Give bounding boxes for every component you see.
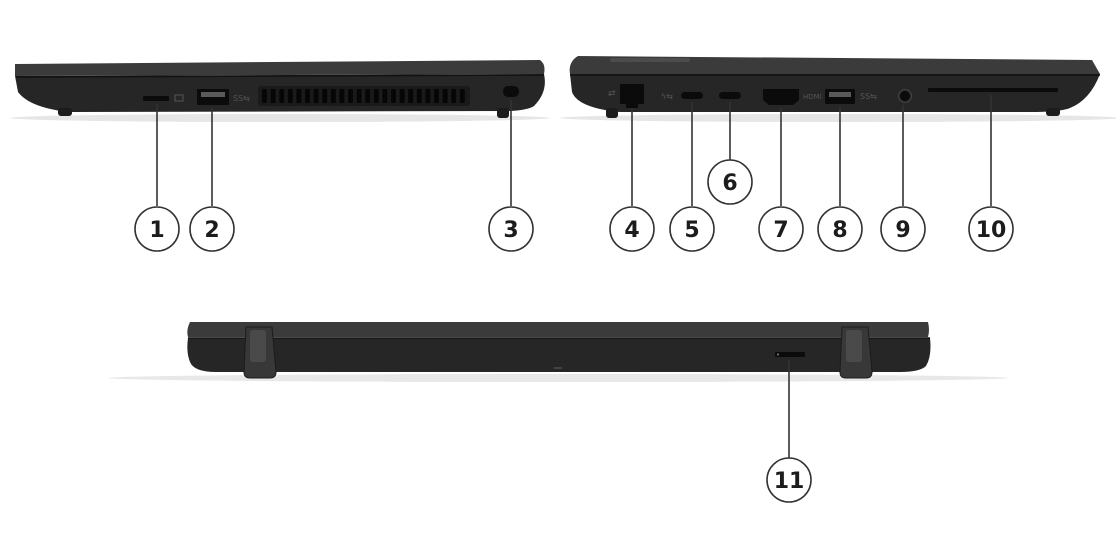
vent-slot	[313, 89, 319, 103]
right-view-foot-rear	[606, 108, 618, 118]
callout-label-11: 11	[774, 469, 805, 494]
callout-label-1: 1	[149, 218, 164, 243]
vent-slot	[330, 89, 336, 103]
callout-3: 3	[488, 206, 534, 252]
nano-sim-slot	[775, 352, 805, 357]
laptop-rear-view	[108, 322, 1008, 382]
callout-1: 1	[134, 206, 180, 252]
vent-slot	[287, 89, 293, 103]
rear-view-shadow	[108, 374, 1008, 382]
thunderbolt-icon-1: ϟ⇆	[661, 92, 673, 101]
callout-label-4: 4	[624, 218, 639, 243]
ventilation-grille	[258, 86, 470, 106]
usb-ss-icon-right: SS⇆	[860, 92, 877, 101]
headphone-jack-ring	[898, 89, 912, 103]
left-view-foot-front	[58, 108, 72, 116]
right-view-shadow	[560, 114, 1116, 122]
lid-logo	[610, 58, 690, 62]
callout-9: 9	[880, 206, 926, 252]
hinge-right-highlight	[846, 330, 862, 362]
callout-label-8: 8	[832, 218, 847, 243]
callout-2: 2	[189, 206, 235, 252]
callouts: 1 2 3 4 5 6 7 8	[134, 95, 1014, 503]
callout-11: 11	[766, 457, 812, 503]
vent-slot	[408, 89, 414, 103]
left-view-seam	[15, 74, 545, 78]
usb-a-port-right-tongue	[829, 92, 851, 97]
vent-slot	[356, 89, 362, 103]
usb-c-port-2	[719, 92, 741, 99]
callout-10: 10	[968, 206, 1014, 252]
callout-label-7: 7	[773, 218, 788, 243]
vent-slot	[382, 89, 388, 103]
security-lock-slot	[503, 86, 519, 97]
rear-view-small-mark	[554, 367, 562, 369]
left-view-foot-rear	[497, 108, 509, 118]
left-view-shadow	[10, 114, 550, 122]
vent-slot	[270, 89, 276, 103]
vent-slot	[391, 89, 396, 103]
laptop-left-side-view: SS⇆	[10, 60, 550, 122]
vent-slot	[459, 89, 465, 103]
vent-slot	[425, 89, 431, 103]
vent-slot	[296, 89, 302, 103]
callout-8: 8	[817, 206, 863, 252]
callout-6: 6	[707, 159, 753, 205]
vent-slot	[322, 89, 328, 103]
smart-card-reader	[928, 88, 1058, 92]
vent-slot	[451, 89, 457, 103]
vent-slot	[305, 89, 310, 103]
callout-4: 4	[609, 206, 655, 252]
vent-slot	[348, 89, 353, 103]
headphone-jack	[900, 91, 910, 101]
vent-slot	[279, 89, 285, 103]
callout-label-6: 6	[722, 171, 737, 196]
vent-slot	[434, 89, 439, 103]
ethernet-icon: ⇄	[608, 89, 616, 99]
hdmi-icon: HDMI	[803, 93, 822, 101]
vent-slot	[365, 89, 371, 103]
hinge-left-highlight	[250, 330, 266, 362]
rear-view-lid	[187, 322, 930, 337]
usb-ss-icon-left: SS⇆	[233, 94, 250, 103]
callout-label-5: 5	[684, 218, 699, 243]
nano-sim-eject-hole	[776, 353, 780, 356]
right-view-foot-front	[1046, 108, 1060, 116]
vent-slot	[399, 89, 405, 103]
vent-slot	[416, 89, 422, 103]
callout-label-2: 2	[204, 218, 219, 243]
callout-label-9: 9	[895, 218, 910, 243]
right-view-lid	[569, 56, 1100, 74]
vent-slot	[339, 89, 345, 103]
microsd-icon	[174, 94, 184, 102]
ethernet-port	[620, 84, 644, 108]
callout-label-3: 3	[503, 218, 518, 243]
usb-a-port-left-tongue	[201, 92, 225, 97]
laptop-right-side-view: ⇄ ϟ⇆ HDMI SS⇆	[560, 56, 1116, 122]
left-view-lid	[15, 60, 545, 76]
callout-label-10: 10	[976, 218, 1007, 243]
callout-5: 5	[669, 206, 715, 252]
hdmi-port	[763, 89, 799, 105]
vent-slot	[373, 89, 379, 103]
callout-7: 7	[758, 206, 804, 252]
usb-c-port-1	[681, 92, 703, 99]
rear-view-base	[187, 338, 931, 372]
microsd-card-slot	[143, 96, 169, 101]
vent-slot	[442, 89, 448, 103]
vent-slot	[262, 89, 267, 103]
